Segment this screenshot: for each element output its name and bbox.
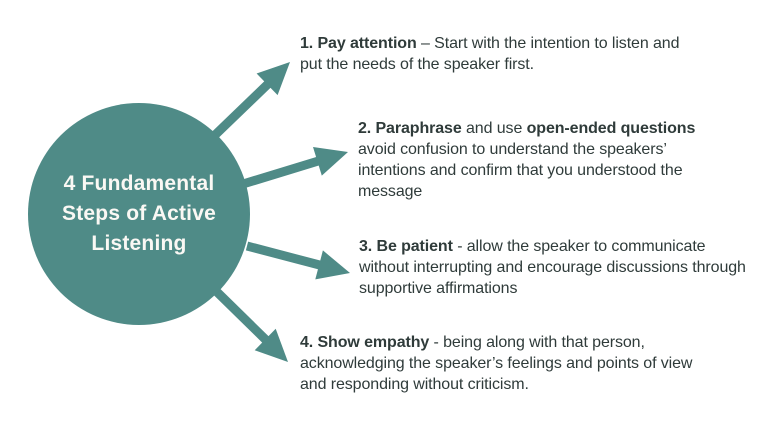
step-pay-attention: 1. Pay attention – Start with the intent… [300, 33, 698, 75]
step-text-segment: avoid confusion to understand the speake… [358, 141, 683, 200]
step-text-segment: 4. Show empathy [300, 334, 430, 351]
arrow-1-head [256, 62, 290, 96]
step-text-segment: – Start with the intention to listen and… [300, 35, 680, 73]
arrow-4-head [254, 328, 288, 362]
step-text-segment: 3. Be patient [359, 238, 453, 255]
step-paraphrase: 2. Paraphrase and use open-ended questio… [358, 118, 726, 202]
diagram-title: 4 Fundamental Steps of Active Listening [62, 169, 216, 259]
step-text-segment: 1. Pay attention [300, 35, 417, 52]
step-be-patient: 3. Be patient - allow the speaker to com… [359, 236, 747, 299]
step-text-segment: - allow the speaker to communicate witho… [359, 238, 746, 297]
step-text-segment: 2. Paraphrase [358, 120, 462, 137]
diagram-title-line-1: 4 Fundamental [63, 172, 215, 195]
arrow-3-shaft [245, 241, 323, 270]
arrow-step-4-icon [212, 287, 288, 362]
arrow-step-3-icon [245, 241, 350, 280]
diagram-title-line-3: Listening [91, 232, 187, 255]
step-text-segment: and use [461, 120, 527, 137]
diagram-title-line-2: Steps of Active [62, 202, 216, 225]
step-text-segment: open-ended questions [526, 120, 696, 137]
step-show-empathy: 4. Show empathy - being along with that … [300, 332, 708, 395]
title-circle: 4 Fundamental Steps of Active Listening [28, 103, 250, 325]
step-text-segment: - being along with that person, acknowle… [300, 334, 693, 393]
arrow-4-shaft [212, 287, 271, 345]
arrow-2-shaft [241, 156, 322, 189]
arrow-2-head [313, 147, 348, 176]
arrow-step-2-icon [241, 147, 348, 189]
arrow-1-shaft [210, 79, 273, 140]
arrow-3-head [315, 250, 350, 280]
arrow-step-1-icon [210, 62, 290, 140]
